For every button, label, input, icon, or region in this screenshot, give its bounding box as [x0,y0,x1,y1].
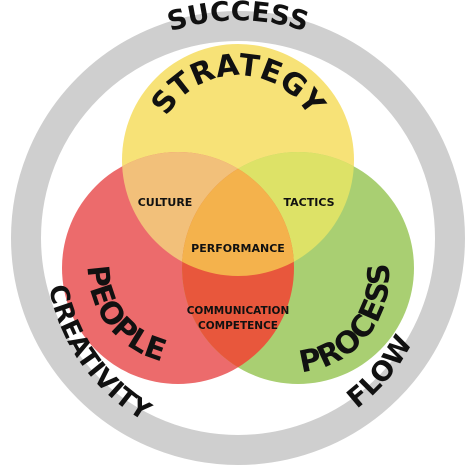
tactics-label: TACTICS [283,196,334,209]
culture-label: CULTURE [138,196,193,209]
communication-label: COMMUNICATION [187,305,290,317]
outer-ring [11,11,465,465]
performance-overlap [182,152,294,276]
competence-label: COMPETENCE [198,320,278,332]
performance-label: PERFORMANCE [191,242,285,255]
